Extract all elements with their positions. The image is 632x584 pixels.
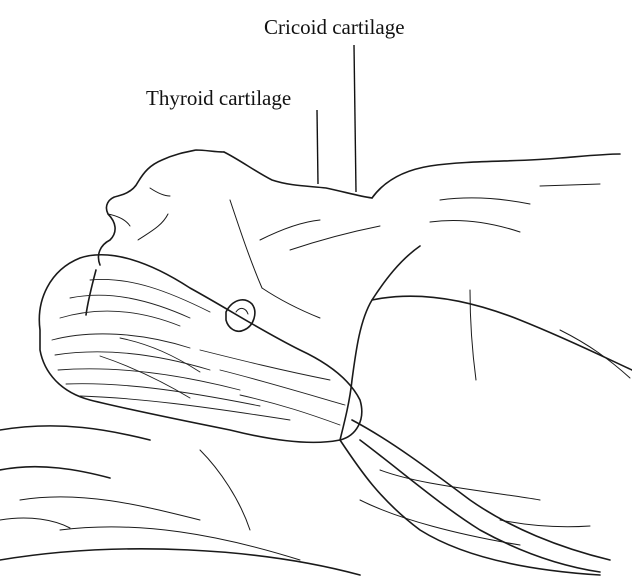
cricoid-cartilage-label: Cricoid cartilage [264, 17, 405, 38]
arm [352, 420, 610, 572]
thyroid-cartilage-label: Thyroid cartilage [146, 88, 291, 109]
neck [224, 152, 380, 318]
face-profile [86, 150, 224, 315]
ear [226, 300, 255, 331]
hair [39, 255, 361, 443]
thyroid-leader-line [317, 110, 318, 184]
torso [340, 154, 632, 440]
cricoid-leader-line [354, 45, 356, 192]
pillow [0, 426, 360, 575]
bed-sheet [340, 440, 600, 575]
